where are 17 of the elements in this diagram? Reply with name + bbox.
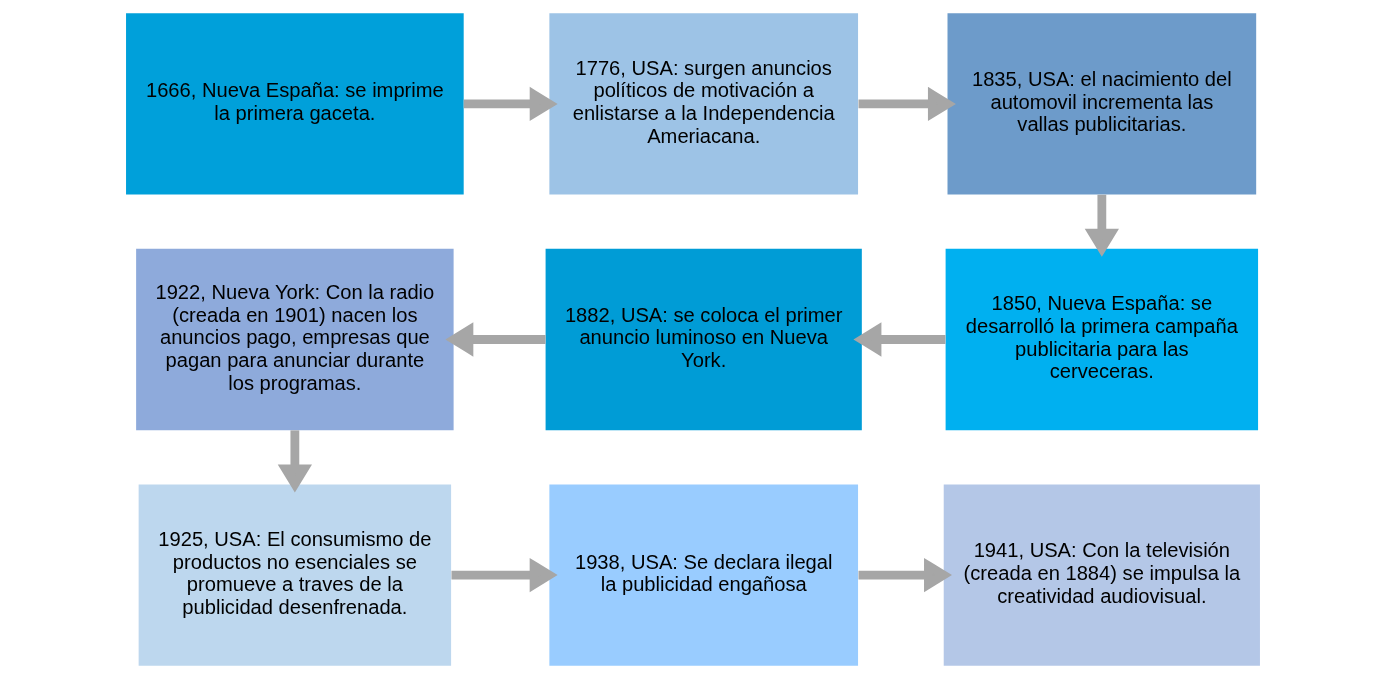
arrow <box>463 86 558 122</box>
arrow <box>444 322 546 357</box>
node-box: 1835, USA: el nacimiento del automovil incrementa las vallas publicitarias. <box>947 13 1256 195</box>
node-box: 1666, Nueva España: se imprime la primera gaceta. <box>125 13 464 195</box>
arrow <box>450 557 558 593</box>
arrow <box>852 322 945 357</box>
node-box: 1850, Nueva España: se desarrolló la primera campaña publicitaria para las cerveceras. <box>945 248 1258 431</box>
arrow <box>1084 194 1119 257</box>
arrow <box>858 86 956 122</box>
node-box: 1925, USA: El consumismo de productos no esenciales se promueve a traves de la publicidad desenfrenada. <box>138 484 451 666</box>
arrow <box>858 557 952 593</box>
node-box: 1941, USA: Con la televisión (creada en 1884) se impulsa la creatividad audiovisual. <box>943 484 1260 666</box>
node-box: 1882, USA: se coloca el primer anuncio luminoso en Nueva York. <box>545 248 862 431</box>
arrow <box>277 430 312 493</box>
node-box: 1776, USA: surgen anuncios políticos de motivación a enlistarse a la Independencia Ameriacana. <box>548 13 858 195</box>
node-box: 1938, USA: Se declara ilegal la publicidad engañosa <box>548 484 858 666</box>
node-box: 1922, Nueva York: Con la radio (creada en 1901) nacen los anuncios pago, empresas que pagan para anunciar durante los programas. <box>135 248 454 431</box>
